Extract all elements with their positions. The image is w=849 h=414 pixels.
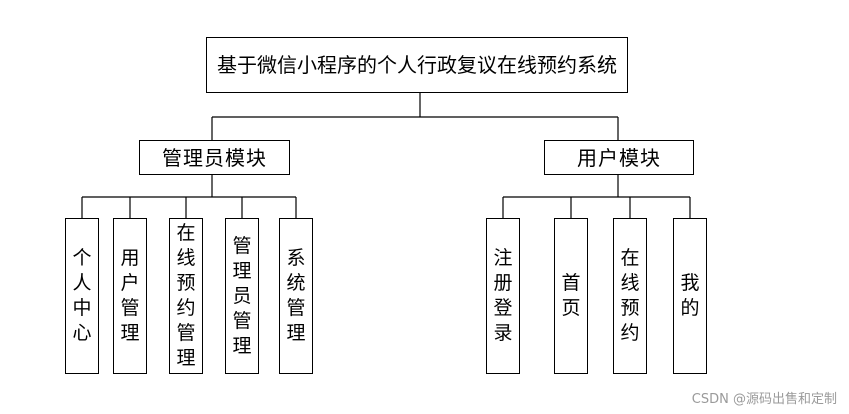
user-leaf-register-login: 注册登录 xyxy=(486,218,520,374)
admin-leaf-booking-management: 在线预约管理 xyxy=(169,218,203,374)
admin-leaf-admin-management: 管理员管理 xyxy=(225,218,259,374)
watermark-text: CSDN @源码出售和定制 xyxy=(691,392,837,407)
root-node: 基于微信小程序的个人行政复议在线预约系统 xyxy=(206,37,628,93)
admin-leaf-user-management-label: 用户管理 xyxy=(120,247,140,344)
admin-leaf-user-management: 用户管理 xyxy=(113,218,147,374)
user-module-label: 用户模块 xyxy=(577,145,661,170)
admin-module-label: 管理员模块 xyxy=(162,145,267,170)
user-leaf-register-login-label: 注册登录 xyxy=(493,247,513,344)
admin-leaf-system-management: 系统管理 xyxy=(279,218,313,374)
admin-leaf-personal-center: 个人中心 xyxy=(65,218,99,374)
user-leaf-mine-label: 我的 xyxy=(680,272,700,319)
user-leaf-home: 首页 xyxy=(554,218,588,374)
user-leaf-mine: 我的 xyxy=(673,218,707,374)
admin-leaf-admin-management-label: 管理员管理 xyxy=(232,234,252,357)
admin-leaf-booking-management-label: 在线预约管理 xyxy=(176,222,196,369)
user-leaf-home-label: 首页 xyxy=(561,272,581,319)
user-leaf-online-booking: 在线预约 xyxy=(613,218,647,374)
user-leaf-online-booking-label: 在线预约 xyxy=(620,247,640,344)
admin-module-node: 管理员模块 xyxy=(139,140,290,175)
user-module-node: 用户模块 xyxy=(544,140,694,175)
admin-leaf-personal-center-label: 个人中心 xyxy=(72,247,92,344)
root-node-label: 基于微信小程序的个人行政复议在线预约系统 xyxy=(217,52,617,77)
admin-leaf-system-management-label: 系统管理 xyxy=(286,247,306,344)
